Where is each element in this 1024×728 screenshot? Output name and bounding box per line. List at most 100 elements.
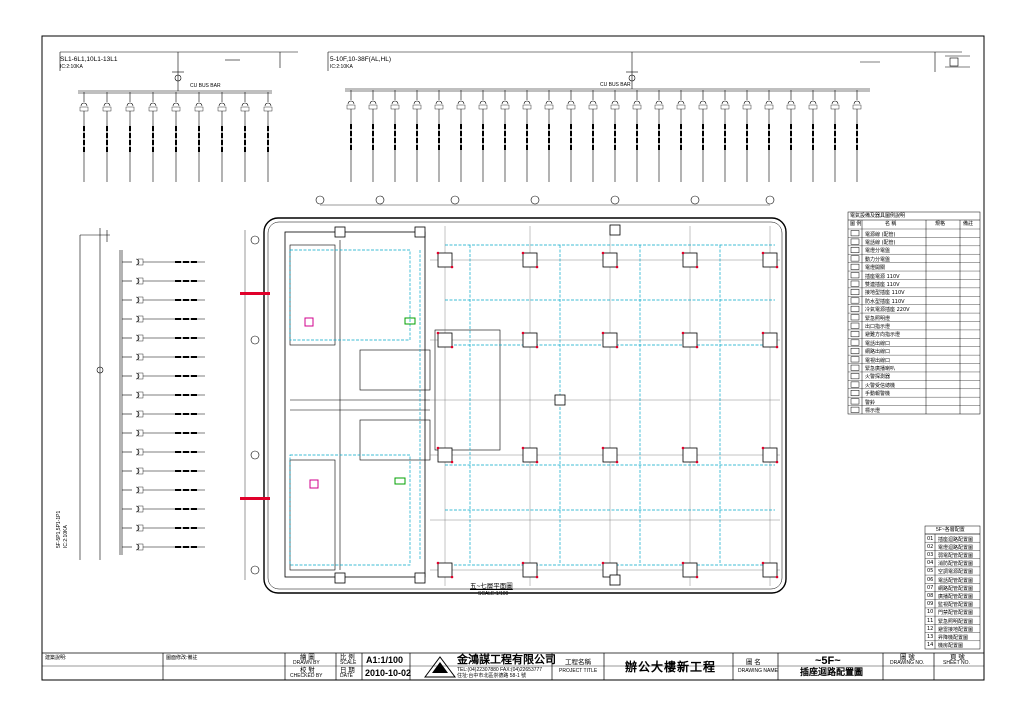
- scale-en: SCALE: [340, 660, 357, 666]
- sheet-index-name: 機房配置圖: [938, 643, 964, 650]
- sheet-index-name: 弱電配管配置圖: [938, 552, 974, 559]
- checked-by-label: 校 對: [300, 667, 315, 674]
- sheet-index-name: 監視配管配置圖: [938, 602, 974, 609]
- legend-row-label: 電視出線口: [865, 357, 891, 364]
- sheet-index-no: 06: [927, 576, 934, 583]
- company-tel: TEL:(04)22307880 FAX:(04)22653777: [457, 667, 543, 673]
- vertical-panel-branches: [122, 258, 205, 551]
- sheet-index-rows: [925, 533, 980, 641]
- project-label: 工程名稱: [565, 659, 591, 666]
- sheet-index-name: 門禁配管配置圖: [938, 610, 974, 617]
- date-value: 2010-10-02: [365, 668, 412, 678]
- circuit-runs: [289, 244, 775, 566]
- sheet-index-title: 5F~各層配置: [936, 527, 965, 533]
- structural-grid: [430, 226, 780, 586]
- legend-row-label: 出口指示燈: [865, 324, 891, 330]
- legend-row-label: 電話線 (配管): [865, 239, 896, 246]
- company-name: 金鴻謀工程有限公司: [457, 654, 556, 666]
- sheet-no-label: 頁 號: [950, 654, 965, 661]
- scale-value: A1:1/100: [366, 655, 404, 665]
- panel-callouts: [240, 292, 416, 500]
- sheet-index-name: 昇降機配置圖: [938, 635, 969, 642]
- legend-row-label: 火警探測器: [865, 374, 891, 381]
- plan-caption: 五~七層平面圖: [470, 583, 513, 590]
- legend-row-label: 緊急照明燈: [865, 315, 891, 322]
- sheet-index-no: 03: [927, 551, 934, 558]
- vertical-panel-ic: IC:2:10KA: [63, 525, 69, 548]
- legend-row-label: 電燈開關: [865, 265, 886, 272]
- drawing-no-label: 圖 號: [900, 654, 915, 661]
- center-panel-title: 5-10F,10-38F(AL,HL): [330, 56, 392, 63]
- legend-col-name: 名 稱: [885, 221, 897, 227]
- sheet-index-no: 05: [927, 568, 934, 575]
- sheet-index-name: 空調電源配置圖: [938, 569, 974, 576]
- legend-row-label: 警鈴: [865, 399, 876, 406]
- sheet-index-no: 09: [927, 601, 934, 608]
- plan-caption-scale: SCALE:1/100: [478, 591, 509, 597]
- sheet-index-no: 11: [927, 617, 934, 624]
- checked-by-en: CHECKED BY: [290, 673, 323, 679]
- sheet-index-no: 08: [927, 593, 934, 599]
- floor-plan: [240, 195, 787, 594]
- title-block-lines: [42, 652, 984, 680]
- left-panel-title: SL1-6L1,10L1-13L1: [60, 56, 118, 63]
- scale-label: 比 例: [340, 654, 355, 661]
- remarks-label: 建築說明:: [45, 655, 67, 661]
- drawing-floor: ~5F~: [815, 655, 841, 667]
- drawing-title: 插座迴路配置圖: [800, 667, 864, 677]
- legend-row-label: 電源線 (配管): [865, 231, 896, 238]
- center-panel-schedule: [327, 51, 970, 92]
- drawn-by-label: 繪 圖: [300, 654, 315, 661]
- center-bus-bar: CU BUS BAR: [600, 82, 631, 88]
- sheet-index-no: 14: [927, 642, 934, 649]
- legend-row-label: 電話出線口: [865, 340, 891, 347]
- legend-row-label: 緊急廣播喇叭: [865, 366, 896, 373]
- sheet-index-name: 插座迴路配置圖: [938, 536, 974, 543]
- legend-title: 電氣設備及器具圖例說明: [850, 213, 906, 219]
- sheet-index-name: 網路配管配置圖: [938, 585, 974, 592]
- left-panel-ic: IC:2:10KA: [60, 64, 83, 70]
- sheet-index-no: 10: [927, 609, 934, 616]
- center-panel-branches: [346, 90, 862, 182]
- drawing-no-en: DRAWING NO.: [890, 660, 925, 666]
- date-en: DATE: [340, 673, 353, 679]
- legend-row-label: 電燈分電盤: [865, 248, 891, 255]
- legend-row-label: 防水型插座 110V: [865, 298, 905, 305]
- legend-row-label: 插座電源 110V: [865, 273, 900, 280]
- company-logo: [424, 656, 456, 678]
- sheet-no-en: SHEET NO.: [943, 660, 970, 666]
- drawn-by-en: DRAWN BY: [293, 660, 320, 666]
- project-en: PROJECT TITLE: [559, 668, 598, 674]
- sheet-index-name: 避雷接地配置圖: [938, 626, 974, 633]
- drawing-name-en: DRAWING NAME: [738, 668, 778, 674]
- grid-axis-bubbles: [250, 195, 775, 575]
- legend-row-label: 冷氣電源插座 220V: [865, 307, 910, 314]
- sheet-index-name: 電話配管配置圖: [938, 577, 974, 584]
- sheet-index-no: 04: [927, 560, 934, 567]
- legend-row-label: 雙連插座 110V: [865, 281, 900, 288]
- date-label: 日 期: [340, 667, 355, 674]
- legend-row-label: 動力分電盤: [865, 256, 891, 263]
- legend-col-spec: 規格: [935, 221, 946, 227]
- vertical-panel-schedule: [79, 228, 123, 560]
- legend-row-label: 避難方向指示燈: [865, 332, 901, 339]
- legend-row-label: 標示燈: [865, 408, 881, 415]
- left-bus-bar: CU BUS BAR: [190, 83, 221, 89]
- left-panel-schedule: [59, 51, 298, 94]
- center-panel-ic: IC:2:10KA: [330, 64, 353, 70]
- sheet-index-no: 02: [927, 543, 934, 550]
- sheet-index-name: 消防配管配置圖: [938, 561, 974, 568]
- sheet-border: [41, 35, 985, 681]
- sheet-index-name: 電燈迴路配置圖: [938, 544, 974, 551]
- building-outline: [263, 217, 787, 594]
- legend-row-label: 接地型插座 110V: [865, 290, 905, 297]
- legend-rows: [848, 228, 980, 413]
- drawing-name-label: 圖 名: [746, 659, 761, 666]
- revision-label: 圖面修改:備註: [166, 655, 198, 661]
- legend-row-label: 手動報警機: [865, 391, 891, 398]
- sheet-index-no: 07: [927, 584, 934, 591]
- sheet-index-name: 廣播配管配置圖: [938, 594, 974, 600]
- legend-row-label: 網路出線口: [865, 349, 891, 356]
